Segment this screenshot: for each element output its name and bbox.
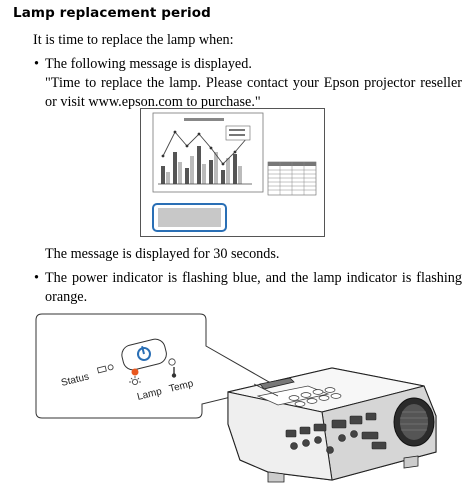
projected-screen-illustration	[140, 108, 325, 237]
sample-chart-title-bar	[184, 118, 224, 121]
bullet-item-indicators: • The power indicator is flashing blue, …	[34, 269, 462, 307]
sample-chart-line	[162, 131, 248, 165]
sample-data-table	[267, 161, 317, 196]
intro-text: It is time to replace the lamp when:	[33, 32, 234, 48]
lamp-icon	[129, 376, 141, 385]
lamp-message-box	[158, 208, 221, 227]
projector-indicator-illustration: Status Lamp Temp	[35, 313, 437, 483]
section-heading: Lamp replacement period	[13, 5, 211, 21]
bullet-item-message: • The following message is displayed.	[34, 55, 462, 74]
bullet-symbol: •	[34, 270, 39, 286]
bullet-symbol: •	[34, 56, 39, 72]
projector-body	[227, 367, 437, 483]
message-duration-note: The message is displayed for 30 seconds.	[45, 246, 280, 262]
sample-chart-legend	[225, 125, 251, 141]
thermometer-icon	[171, 367, 177, 378]
status-indicator-icon	[96, 364, 114, 374]
temp-indicator-light	[168, 358, 176, 366]
lamp-message-quote: "Time to replace the lamp. Please contac…	[45, 75, 462, 110]
power-indicator-button	[121, 338, 167, 371]
lamp-indicator-light	[131, 368, 139, 376]
bullet-text: The following message is displayed.	[45, 56, 252, 72]
sample-chart-bars	[161, 146, 242, 184]
bullet-text: The power indicator is flashing blue, an…	[45, 270, 462, 305]
callout-pointer-line	[253, 383, 279, 397]
